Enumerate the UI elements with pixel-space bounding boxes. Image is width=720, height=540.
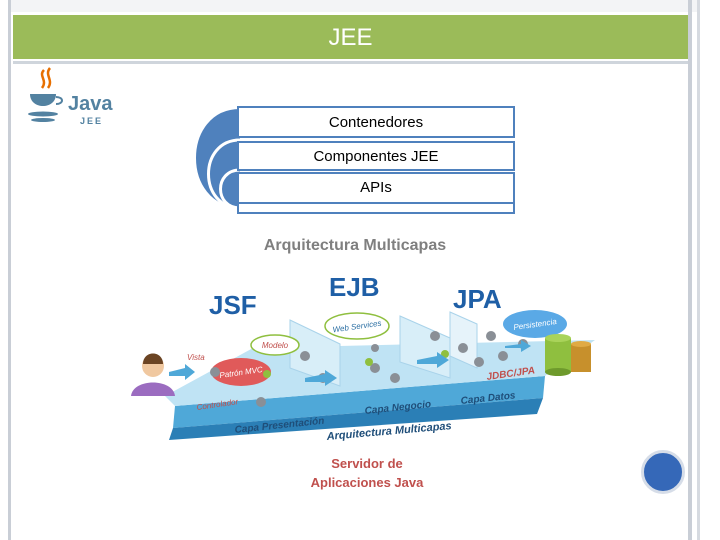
layer-apis: APIs	[237, 172, 515, 204]
patron-mvc-cloud	[211, 358, 271, 386]
user-icon	[131, 353, 175, 396]
layer-contenedores: Contenedores	[237, 106, 515, 138]
java-logo: Java JEE	[28, 67, 113, 126]
title-underline	[13, 61, 688, 64]
java-cup-icon	[28, 67, 63, 122]
slide-right-border-outer	[697, 0, 700, 540]
layer-componentes: Componentes JEE	[237, 141, 515, 171]
label-jsf: JSF	[209, 290, 257, 320]
slide-right-border	[688, 0, 692, 540]
java-wordmark: Java	[68, 93, 113, 115]
navigation-circle-button[interactable]	[641, 450, 685, 494]
slide-title: JEE	[328, 24, 373, 51]
web-services-cloud	[324, 312, 390, 340]
jee-wordmark: JEE	[80, 116, 103, 126]
label-vista: Vista	[187, 353, 205, 362]
label-modelo: Modelo	[262, 341, 289, 350]
architecture-diagram: Arquitectura Multicapas JSF EJB JPA Web …	[131, 237, 595, 490]
server-label-line1: Servidor de	[331, 456, 403, 471]
layer-arcs	[194, 107, 241, 210]
flow-arrows	[169, 340, 531, 386]
title-bar: JEE	[13, 15, 688, 59]
modelo-cloud	[250, 334, 300, 356]
layer-base	[237, 204, 515, 214]
server-label-line2: Aplicaciones Java	[311, 475, 424, 490]
database-icon	[545, 334, 591, 376]
slide-top-border	[8, 0, 700, 12]
diagram-title: Arquitectura Multicapas	[264, 237, 446, 254]
label-jpa: JPA	[453, 284, 502, 314]
label-ejb: EJB	[329, 272, 380, 302]
persistencia-cloud	[503, 310, 567, 338]
slide-left-border	[8, 0, 11, 540]
